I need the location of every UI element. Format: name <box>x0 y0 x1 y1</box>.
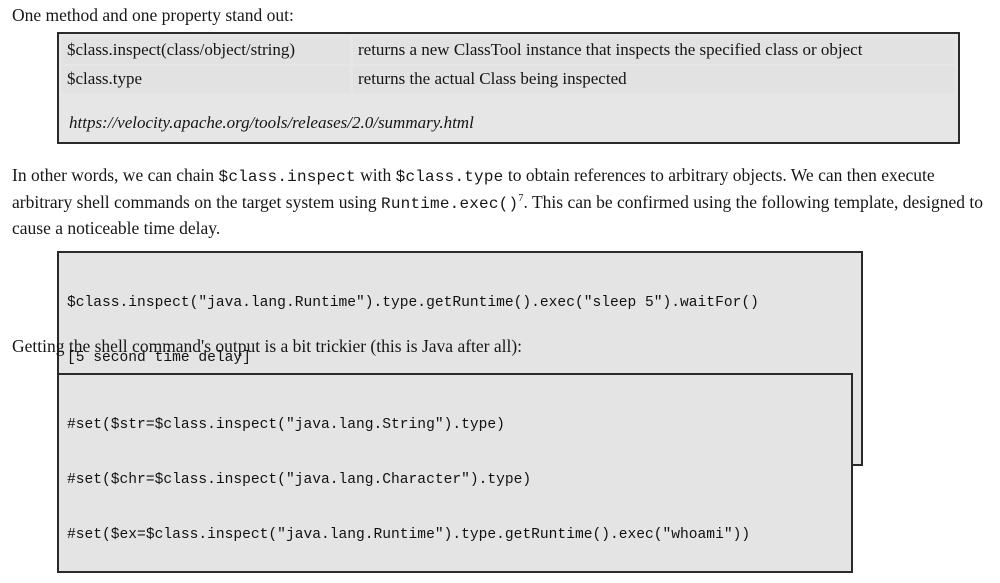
table-cell-property-name: $class.type <box>62 66 350 93</box>
table-cell-method-description: returns a new ClassTool instance that in… <box>353 37 955 64</box>
table-row: $class.inspect(class/object/string) retu… <box>62 37 955 64</box>
method-chaining-paragraph: In other words, we can chain $class.insp… <box>12 163 985 241</box>
intro-paragraph: One method and one property stand out: <box>12 5 294 25</box>
table-source-url: https://velocity.apache.org/tools/releas… <box>69 113 474 132</box>
code-line: #set($ex=$class.inspect("java.lang.Runti… <box>67 526 751 543</box>
table-cell-property-description: returns the actual Class being inspected <box>353 66 955 93</box>
paragraph-segment: . This can be confirmed using the follow… <box>12 191 983 239</box>
table-spacer <box>62 95 955 112</box>
table-cell-method-name: $class.inspect(class/object/string) <box>62 37 350 64</box>
inline-code-runtime-exec: Runtime.exec() <box>381 194 519 213</box>
velocity-class-tool-table: $class.inspect(class/object/string) retu… <box>57 32 960 144</box>
inline-code-class-type: $class.type <box>395 168 504 186</box>
code-line: [5 second time delay] <box>67 350 251 367</box>
inline-code-class-inspect: $class.inspect <box>218 168 356 186</box>
paragraph-segment: In other words, we can chain <box>12 165 219 185</box>
paragraph-segment: with <box>355 165 396 185</box>
code-line: #set($str=$class.inspect("java.lang.Stri… <box>67 417 505 434</box>
shell-output-paragraph: Getting the shell command's output is a … <box>12 336 523 356</box>
paragraph-segment: to obtain references to arbitrary object… <box>12 165 935 212</box>
table-row: $class.type returns the actual Class bei… <box>62 66 955 93</box>
footnote-marker: 7 <box>518 192 524 204</box>
code-line: $class.inspect("java.lang.Runtime").type… <box>67 295 759 312</box>
code-line: #set($chr=$class.inspect("java.lang.Char… <box>67 472 532 489</box>
code-block-shell-output: #set($str=$class.inspect("java.lang.Stri… <box>57 373 853 573</box>
